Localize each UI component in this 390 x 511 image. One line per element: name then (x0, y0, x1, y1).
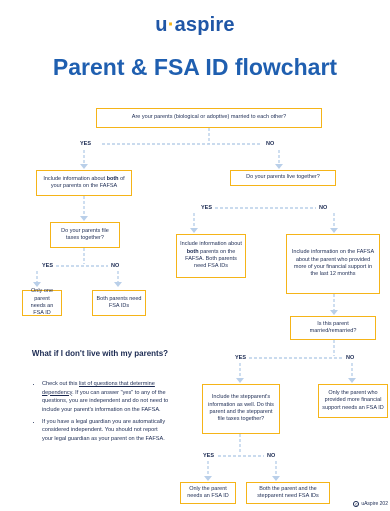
sidebar-item-dependency: Check out this list of questions that de… (42, 380, 170, 415)
label-yes-together: YES (201, 205, 213, 211)
footer-text: uAspire 202 (361, 501, 388, 507)
box-parent-stepparent-fsa: Both the parent and the stepparent need … (246, 482, 330, 504)
dependency-questions-link[interactable]: list of questions that determine depende… (42, 381, 155, 396)
question-live-together: Do your parents live together? (230, 170, 336, 186)
question-file-taxes: Do your parents file taxes together? (50, 222, 120, 248)
page-title: Parent & FSA ID flowchart (52, 54, 338, 80)
label-no-married: NO (266, 141, 275, 147)
label-yes-married: YES (80, 141, 92, 147)
label-no-remarried: NO (346, 355, 355, 361)
label-no-step-taxes: NO (267, 453, 276, 459)
uaspire-logo: u·aspire (155, 14, 235, 36)
box-live-together-both: Include information about both parents o… (176, 234, 246, 278)
box-both-parents-fsa: Both parents need FSA IDs (92, 290, 146, 316)
box-only-parent-fsa: Only the parent needs an FSA ID (180, 482, 236, 504)
copyright-icon: © (353, 501, 360, 507)
box-financial-support-parent: Include information on the FAFSA about t… (286, 234, 380, 294)
label-yes-taxes: YES (42, 263, 54, 269)
sidebar-item-legal-guardian: If you have a legal guardian you are aut… (42, 418, 170, 444)
label-no-together: NO (319, 205, 328, 211)
question-parents-married: Are your parents (biological or adoptive… (96, 108, 322, 128)
box-include-both: Include information about both of your p… (36, 170, 132, 196)
label-no-taxes: NO (111, 263, 120, 269)
box-stepparent-question: Include the stepparent's information as … (202, 384, 280, 434)
label-yes-step-taxes: YES (203, 453, 215, 459)
box-one-parent-fsa: Only one parent needs an FSA ID (22, 288, 62, 316)
label-yes-remarried: YES (235, 355, 247, 361)
question-parent-remarried: Is this parent married/remarried? (290, 316, 376, 340)
footer: © uAspire 202 (353, 501, 388, 507)
sidebar-list: Check out this list of questions that de… (30, 380, 170, 447)
sidebar-heading: What if I don't live with my parents? (31, 349, 169, 358)
box-only-support-parent-fsa: Only the parent who provided more financ… (318, 384, 388, 418)
